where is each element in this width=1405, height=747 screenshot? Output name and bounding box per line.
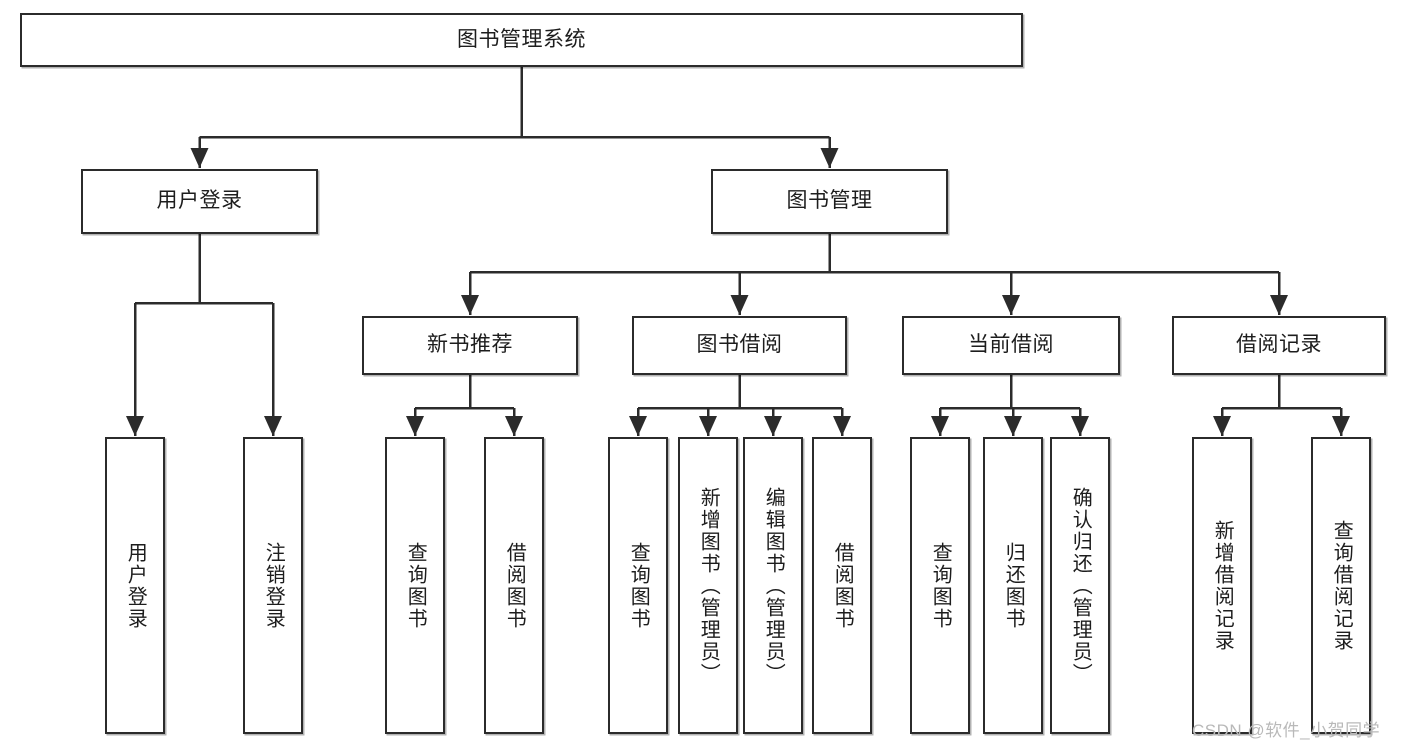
node-book-borrow: 图书借阅 <box>632 316 847 375</box>
node-borrow-record: 借阅记录 <box>1172 316 1386 375</box>
node-leaf-return-book: 归还图书 <box>983 437 1043 734</box>
node-label: 当前借阅 <box>968 333 1054 357</box>
node-label: 新增借阅记录 <box>1211 519 1234 652</box>
node-leaf-query-book-3: 查询图书 <box>910 437 970 734</box>
node-leaf-query-book-2: 查询图书 <box>608 437 668 734</box>
watermark-csdn: CSDN @软件_小贺同学 <box>1192 721 1381 740</box>
node-leaf-edit-book: 编辑图书（管理员） <box>743 437 803 734</box>
node-label: 归还图书 <box>1002 541 1025 630</box>
node-label: 查询图书 <box>404 541 427 630</box>
node-leaf-query-book-1: 查询图书 <box>385 437 445 734</box>
node-label: 图书借阅 <box>696 333 783 357</box>
node-label: 图书管理系统 <box>457 27 586 51</box>
node-label: 查询图书 <box>627 541 650 630</box>
node-leaf-query-record: 查询借阅记录 <box>1311 437 1371 734</box>
node-leaf-confirm-return: 确认归还（管理员） <box>1050 437 1110 734</box>
node-label: 查询借阅记录 <box>1330 519 1353 652</box>
node-label: 借阅记录 <box>1236 333 1322 357</box>
node-leaf-user-login: 用户登录 <box>105 437 165 734</box>
node-leaf-borrow-book-1: 借阅图书 <box>484 437 544 734</box>
node-label: 新书推荐 <box>427 333 513 357</box>
node-label: 借阅图书 <box>503 541 526 630</box>
node-root: 图书管理系统 <box>20 13 1023 67</box>
node-label: 用户登录 <box>124 541 147 630</box>
node-label: 确认归还（管理员） <box>1069 486 1092 685</box>
node-label: 编辑图书（管理员） <box>762 486 785 685</box>
node-leaf-add-book: 新增图书（管理员） <box>678 437 738 734</box>
node-book-manage: 图书管理 <box>711 169 948 234</box>
node-current-borrow: 当前借阅 <box>902 316 1120 375</box>
node-leaf-add-record: 新增借阅记录 <box>1192 437 1252 734</box>
node-label: 图书管理 <box>786 189 873 213</box>
node-new-book-rec: 新书推荐 <box>362 316 578 375</box>
node-leaf-logout: 注销登录 <box>243 437 303 734</box>
node-label: 新增图书（管理员） <box>697 486 720 685</box>
node-leaf-borrow-book-2: 借阅图书 <box>812 437 872 734</box>
node-label: 查询图书 <box>929 541 952 630</box>
node-label: 借阅图书 <box>831 541 854 630</box>
node-label: 注销登录 <box>262 541 285 630</box>
node-label: 用户登录 <box>156 189 243 213</box>
node-user-login: 用户登录 <box>81 169 318 234</box>
